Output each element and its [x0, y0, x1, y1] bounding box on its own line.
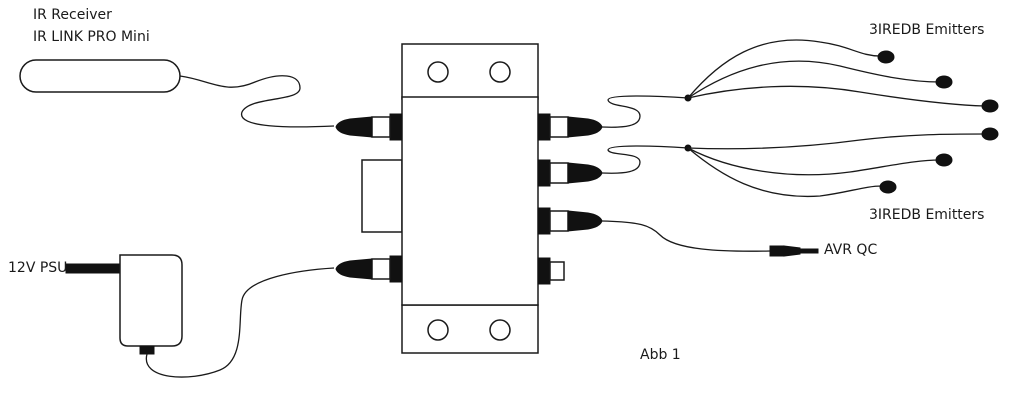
mount-hole: [489, 319, 511, 341]
right-jack-empty: [537, 257, 565, 285]
avr-qc-cable: [601, 220, 819, 257]
mount-hole: [489, 61, 511, 83]
mount-hole: [427, 319, 449, 341]
ir-receiver-label: IR Receiver: [33, 7, 112, 23]
left-plug-psu: [335, 255, 403, 283]
mount-hole: [427, 61, 449, 83]
avr-qc-label: AVR QC: [824, 242, 878, 258]
emitters-bottom-label: 3IREDB Emitters: [869, 207, 985, 223]
mount-plate-bottom: [401, 304, 539, 354]
ir-link-label: IR LINK PRO Mini: [33, 29, 150, 45]
receiver-cable: [179, 75, 335, 128]
emitter-group-top: [601, 39, 999, 128]
hub-body: [401, 96, 539, 306]
ir-receiver: [19, 59, 181, 93]
emitter-group-bottom: [601, 127, 999, 198]
psu-label: 12V PSU: [8, 260, 68, 276]
left-plug-ir: [335, 113, 403, 141]
figure-label: Abb 1: [640, 347, 681, 363]
side-tab: [361, 159, 403, 233]
right-plug-1: [537, 113, 603, 141]
psu-cable: [145, 267, 335, 378]
mount-plate-top: [401, 43, 539, 100]
right-plug-2: [537, 159, 603, 187]
right-plug-3: [537, 207, 603, 235]
psu-adapter: [65, 254, 183, 355]
emitters-top-label: 3IREDB Emitters: [869, 22, 985, 38]
